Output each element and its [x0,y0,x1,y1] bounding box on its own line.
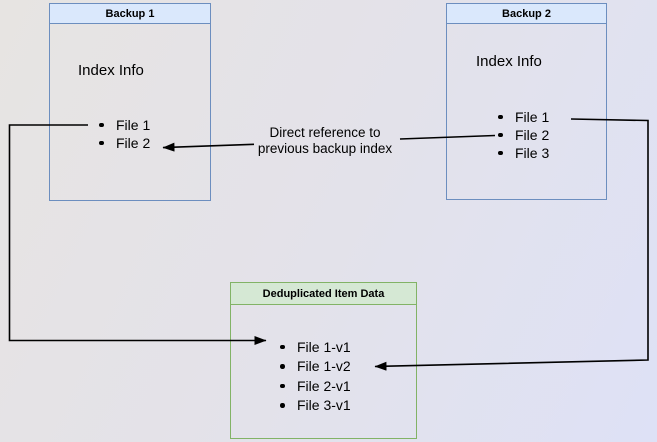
list-item: File 2-v1 [280,376,351,396]
backup2-title: Backup 2 [447,4,606,24]
item-label: File 3-v1 [297,397,351,414]
backup2-file-list: File 1 File 2 File 3 [498,108,549,162]
file-label: File 1 [116,117,151,133]
bullet-icon [280,364,285,369]
file-label: File 2 [515,127,550,143]
list-item: File 2 [498,126,549,144]
edge-backup1-file1-to-dedup [8,124,267,345]
list-item: File 3-v1 [280,396,351,416]
item-label: File 1-v2 [297,358,351,375]
direct-reference-edge-label: Direct reference to previous backup inde… [242,125,408,157]
list-item: File 1 [99,116,150,134]
edge-backup2-file1-to-dedup [374,118,649,371]
edge-label-line1: Direct reference to [269,125,381,140]
bullet-icon [498,132,503,138]
bullet-icon [498,114,503,120]
dedup-item-list: File 1-v1 File 1-v2 File 2-v1 File 3-v1 [280,337,351,415]
backup2-index-info-label: Index Info [476,53,542,70]
bullet-icon [280,344,285,349]
file-label: File 2 [116,135,151,151]
bullet-icon [498,150,503,156]
backup1-title: Backup 1 [50,4,210,24]
deduplicated-item-data-node: Deduplicated Item Data File 1-v1 File 1-… [230,282,417,439]
backup1-file-list: File 1 File 2 [99,116,150,152]
bullet-icon [280,403,285,408]
edge-direct-reference-right-segment [399,134,496,140]
bullet-icon [99,140,104,146]
list-item: File 1-v2 [280,357,351,377]
dedup-title: Deduplicated Item Data [231,283,416,305]
edge-direct-reference-left-segment [162,142,255,152]
file-label: File 1 [515,109,550,125]
list-item: File 1-v1 [280,337,351,357]
list-item: File 2 [99,134,150,152]
item-label: File 1-v1 [297,338,351,355]
bullet-icon [99,122,104,128]
file-label: File 3 [515,145,550,161]
backup1-node: Backup 1 Index Info File 1 File 2 [49,3,211,201]
bullet-icon [280,383,285,388]
backup1-index-info-label: Index Info [78,62,144,79]
item-label: File 2-v1 [297,377,351,394]
list-item: File 1 [498,108,549,126]
backup2-node: Backup 2 Index Info File 1 File 2 File 3 [446,3,607,200]
edge-label-line2: previous backup index [257,141,393,156]
list-item: File 3 [498,144,549,162]
